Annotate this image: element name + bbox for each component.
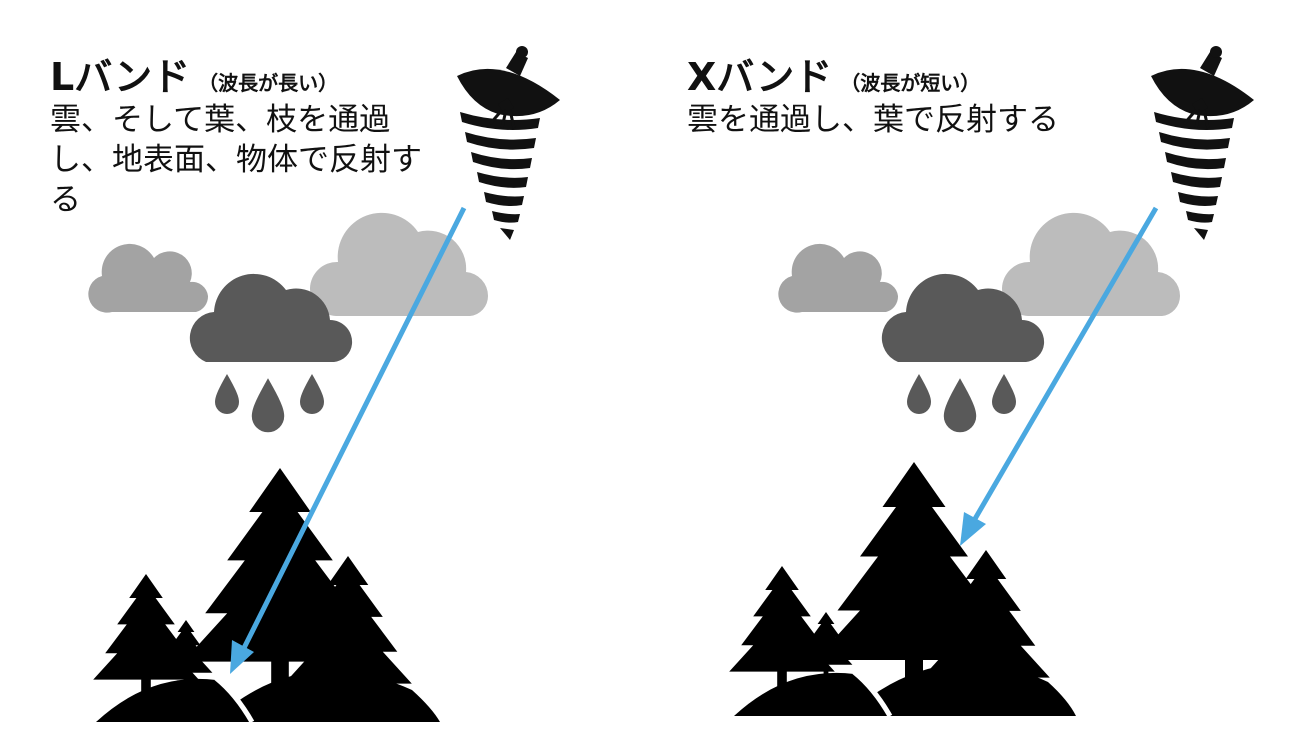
cloud-icon	[309, 212, 489, 316]
radar-beam-arrow	[960, 206, 1159, 546]
cloud-icon	[88, 243, 209, 313]
hill-icon	[734, 663, 1076, 718]
satellite-icon	[455, 44, 562, 242]
l-band-title: Lバンド （波長が長い）	[50, 58, 430, 96]
band-name: Xバンド	[687, 55, 833, 99]
raindrop-icon	[251, 378, 285, 433]
x-band-illustration	[729, 44, 1256, 718]
cloud-icon	[1001, 212, 1181, 316]
rain-cloud-icon	[189, 273, 353, 362]
panel-l-band: Lバンド （波長が長い） 雲、そして葉、枝を通過し、地表面、物体で反射する	[50, 44, 562, 724]
rain-cloud-icon	[881, 273, 1045, 362]
x-band-caption: Xバンド （波長が短い） 雲を通過し、葉で反射する	[687, 58, 1127, 140]
band-description: 雲を通過し、葉で反射する	[687, 102, 1059, 138]
band-note: （波長が長い）	[198, 71, 339, 95]
satellite-icon	[1149, 44, 1256, 242]
raindrop-icon	[300, 374, 324, 414]
raindrop-icon	[992, 374, 1016, 414]
band-description: 雲、そして葉、枝を通過し、地表面、物体で反射する	[50, 102, 422, 218]
raindrop-icon	[907, 374, 931, 414]
band-name: Lバンド	[50, 55, 191, 99]
panel-x-band: Xバンド （波長が短い） 雲を通過し、葉で反射する	[650, 0, 1300, 742]
raindrop-icon	[943, 378, 977, 433]
cloud-icon	[778, 243, 899, 313]
radar-beam-arrow	[230, 206, 467, 674]
hill-icon	[96, 671, 440, 724]
band-note: （波長が短い）	[840, 71, 981, 95]
raindrop-icon	[215, 374, 239, 414]
x-band-title: Xバンド （波長が短い）	[687, 58, 1127, 96]
l-band-caption: Lバンド （波長が長い） 雲、そして葉、枝を通過し、地表面、物体で反射する	[50, 58, 430, 220]
l-band-illustration	[88, 44, 562, 724]
